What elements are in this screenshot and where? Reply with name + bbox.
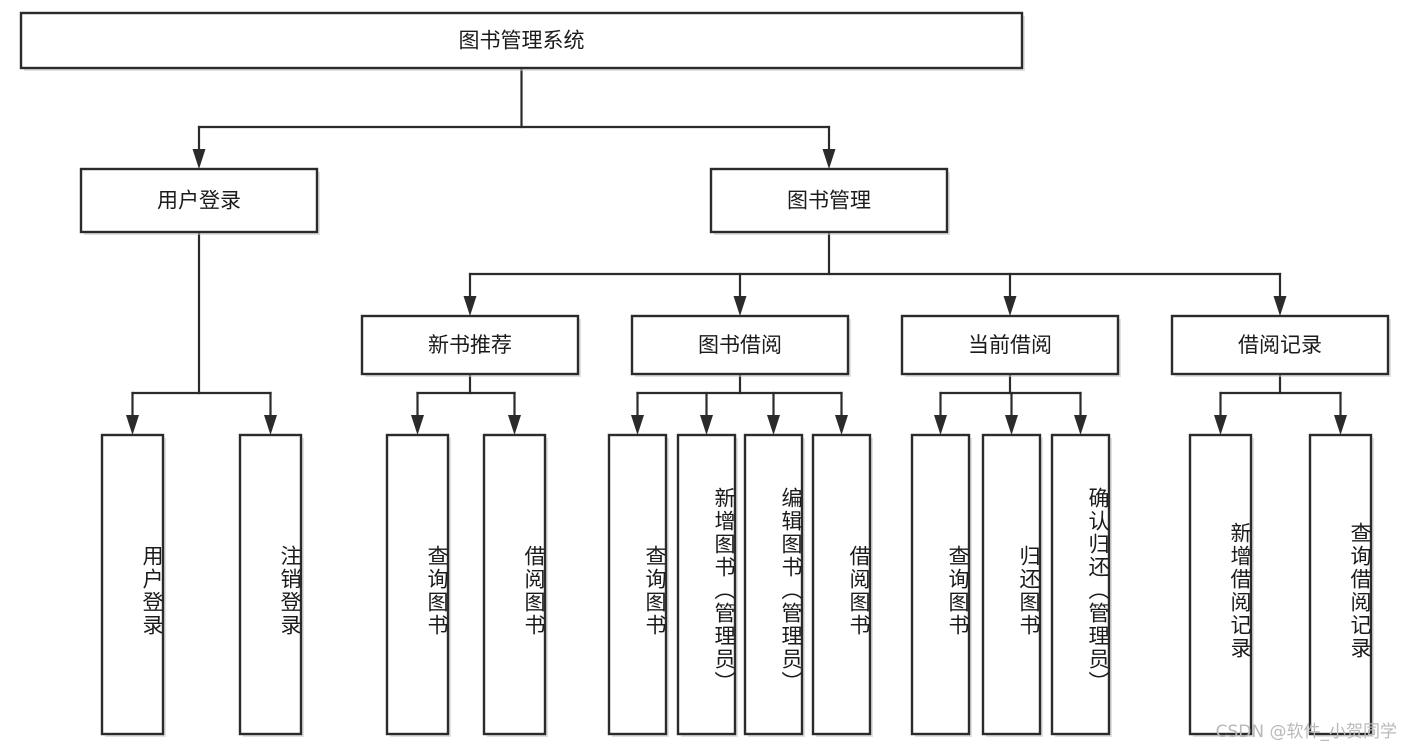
arrow-head-leaf-logout <box>264 415 277 435</box>
arrow-head-borrow-records <box>1273 296 1287 316</box>
arrow-head-leaf-query-book-borrow <box>631 415 644 435</box>
node-label-borrow-records: 借阅记录 <box>1238 333 1322 357</box>
node-box-book-borrow[interactable] <box>630 314 850 376</box>
arrow-head-leaf-query-book-current <box>934 415 947 435</box>
node-box-leaf-add-borrow-record[interactable] <box>1188 433 1253 736</box>
arrow-head-leaf-query-book-recommend <box>411 415 424 435</box>
arrow-head-book-borrow <box>733 296 747 316</box>
node-box-leaf-edit-book-admin[interactable] <box>743 433 804 736</box>
arrow-head-leaf-borrow-book <box>835 415 848 435</box>
arrow-head-user-login <box>192 149 206 169</box>
arrow-head-leaf-edit-book-admin <box>767 415 780 435</box>
arrow-head-new-book-recommend <box>463 296 477 316</box>
arrow-head-leaf-user-login <box>126 415 139 435</box>
node-box-leaf-user-login[interactable] <box>100 433 165 736</box>
node-box-leaf-borrow-book[interactable] <box>811 433 872 736</box>
node-label-new-book-recommend: 新书推荐 <box>428 333 512 357</box>
arrow-head-leaf-return-book <box>1005 415 1018 435</box>
node-box-leaf-confirm-return-admin[interactable] <box>1050 433 1111 736</box>
arrow-head-leaf-confirm-return-admin <box>1074 415 1087 435</box>
node-label-book-management: 图书管理 <box>787 189 871 213</box>
arrow-head-leaf-borrow-book-recommend <box>508 415 521 435</box>
node-box-leaf-query-book-recommend[interactable] <box>385 433 450 736</box>
node-box-leaf-query-book-borrow[interactable] <box>607 433 668 736</box>
node-label-current-borrow: 当前借阅 <box>968 333 1052 357</box>
arrow-head-current-borrow <box>1003 296 1017 316</box>
arrow-head-book-management <box>822 149 836 169</box>
watermark-text: CSDN @软件_小贺同学 <box>1215 722 1397 742</box>
boxes-layer <box>19 11 1391 737</box>
node-box-borrow-records[interactable] <box>1170 314 1390 376</box>
node-box-new-book-recommend[interactable] <box>360 314 580 376</box>
node-box-current-borrow[interactable] <box>900 314 1120 376</box>
node-box-leaf-query-book-current[interactable] <box>910 433 971 736</box>
arrow-head-leaf-add-borrow-record <box>1214 415 1227 435</box>
arrow-head-leaf-add-book-admin <box>700 415 713 435</box>
connectors-layer <box>126 66 1347 435</box>
node-label-book-borrow: 图书借阅 <box>698 333 782 357</box>
arrow-head-leaf-query-borrow-record <box>1334 415 1347 435</box>
node-box-leaf-logout[interactable] <box>238 433 303 736</box>
node-box-leaf-return-book[interactable] <box>981 433 1042 736</box>
node-box-leaf-add-book-admin[interactable] <box>676 433 737 736</box>
node-box-leaf-query-borrow-record[interactable] <box>1308 433 1373 736</box>
node-label-root: 图书管理系统 <box>459 29 585 53</box>
node-label-user-login: 用户登录 <box>157 189 241 213</box>
node-box-leaf-borrow-book-recommend[interactable] <box>482 433 547 736</box>
node-box-book-management[interactable] <box>709 167 949 234</box>
node-box-root[interactable] <box>19 11 1024 70</box>
node-box-user-login[interactable] <box>79 167 319 234</box>
